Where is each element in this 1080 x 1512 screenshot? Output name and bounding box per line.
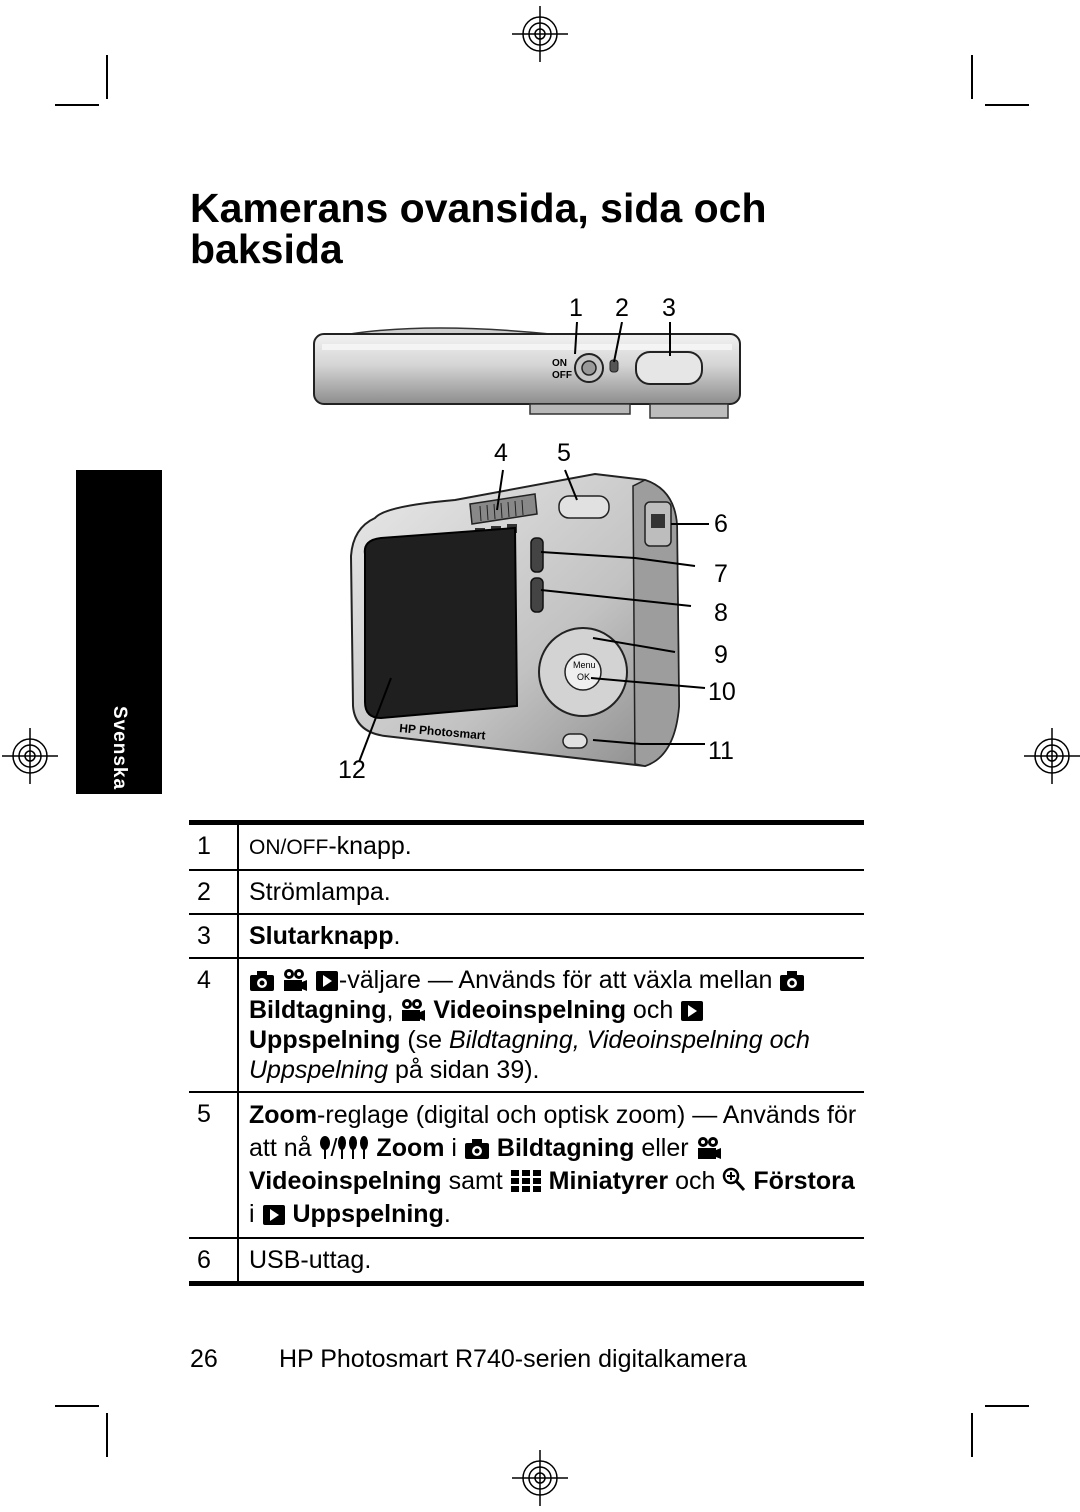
crop-mark — [985, 1405, 1029, 1407]
registration-mark-icon — [2, 728, 58, 784]
callout-3: 3 — [662, 294, 676, 322]
row-description: Zoom-reglage (digital och optisk zoom) —… — [238, 1092, 864, 1239]
video-camera-icon — [402, 999, 426, 1021]
row-number: 5 — [189, 1092, 239, 1239]
row-number: 4 — [189, 958, 239, 1093]
callout-7: 7 — [714, 560, 728, 588]
row-number: 3 — [189, 914, 239, 959]
thumbnails-icon — [510, 1170, 541, 1192]
crop-mark — [106, 55, 108, 99]
row-description: Slutarknapp. — [238, 914, 864, 959]
callout-1: 1 — [569, 294, 583, 322]
camera-icon — [780, 971, 805, 991]
svg-text:OK: OK — [577, 672, 590, 682]
camera-top-view-illustration: ON OFF — [313, 322, 741, 419]
callout-12: 12 — [338, 756, 366, 784]
svg-text:Menu: Menu — [573, 660, 596, 670]
callout-6: 6 — [714, 510, 728, 538]
magnify-icon — [723, 1167, 746, 1191]
callout-4: 4 — [494, 439, 508, 467]
row-description: -väljare — Används för att växla mellan … — [238, 958, 864, 1093]
row-number: 2 — [189, 870, 239, 915]
crop-mark — [985, 104, 1029, 106]
crop-mark — [55, 1405, 99, 1407]
crop-mark — [106, 1413, 108, 1457]
callout-9: 9 — [714, 641, 728, 669]
on-off-label: ON/OFF — [249, 836, 329, 859]
page-title: Kamerans ovansida, sida och baksida — [190, 188, 890, 270]
table-row: 3 Slutarknapp. — [189, 914, 864, 959]
crop-mark — [971, 1413, 973, 1457]
camera-icon — [250, 971, 274, 991]
callout-11: 11 — [708, 737, 734, 765]
footer-product-name: HP Photosmart R740-serien digitalkamera — [279, 1345, 747, 1373]
row-description: ON/OFF-knapp. — [238, 822, 864, 871]
registration-mark-icon — [512, 6, 568, 62]
crop-mark — [971, 55, 973, 99]
callout-10: 10 — [708, 678, 736, 706]
svg-text:ON: ON — [552, 358, 567, 369]
table-row: 6 USB-uttag. — [189, 1238, 864, 1284]
page-title-line-1: Kamerans ovansida, sida och — [190, 185, 767, 231]
callout-8: 8 — [714, 599, 728, 627]
video-camera-icon — [697, 1137, 721, 1159]
legend-table: 1 ON/OFF-knapp. 2 Strömlampa. 3 Slutarkn… — [189, 820, 864, 1286]
playback-icon — [315, 971, 338, 991]
registration-mark-icon — [512, 1450, 568, 1506]
page-number: 26 — [190, 1345, 218, 1373]
table-row: 2 Strömlampa. — [189, 870, 864, 915]
table-row: 5 Zoom-reglage (digital och optisk zoom)… — [189, 1092, 864, 1239]
playback-icon — [262, 1205, 285, 1225]
registration-mark-icon — [1024, 728, 1080, 784]
video-camera-icon — [283, 969, 307, 991]
camera-icon — [464, 1139, 489, 1159]
language-side-tab: Svenska — [76, 470, 162, 794]
crop-mark — [55, 104, 99, 106]
table-row: 1 ON/OFF-knapp. — [189, 822, 864, 871]
page-title-line-2: baksida — [190, 226, 343, 272]
row-number: 6 — [189, 1238, 239, 1284]
camera-back-view-illustration: Menu OK HP Photosmart — [349, 469, 709, 768]
row-description: USB-uttag. — [249, 1246, 372, 1274]
playback-icon — [681, 1001, 704, 1021]
zoom-wide-icon — [319, 1136, 330, 1159]
callout-2: 2 — [615, 294, 629, 322]
row-description: Strömlampa. — [238, 870, 864, 915]
zoom-tele-icon — [338, 1136, 369, 1159]
callout-5: 5 — [557, 439, 571, 467]
language-tab-label: Svenska — [109, 705, 130, 791]
table-row: 4 -väljare — Används för att växla mella… — [189, 958, 864, 1093]
svg-text:OFF: OFF — [552, 370, 572, 381]
row-number: 1 — [189, 822, 239, 871]
